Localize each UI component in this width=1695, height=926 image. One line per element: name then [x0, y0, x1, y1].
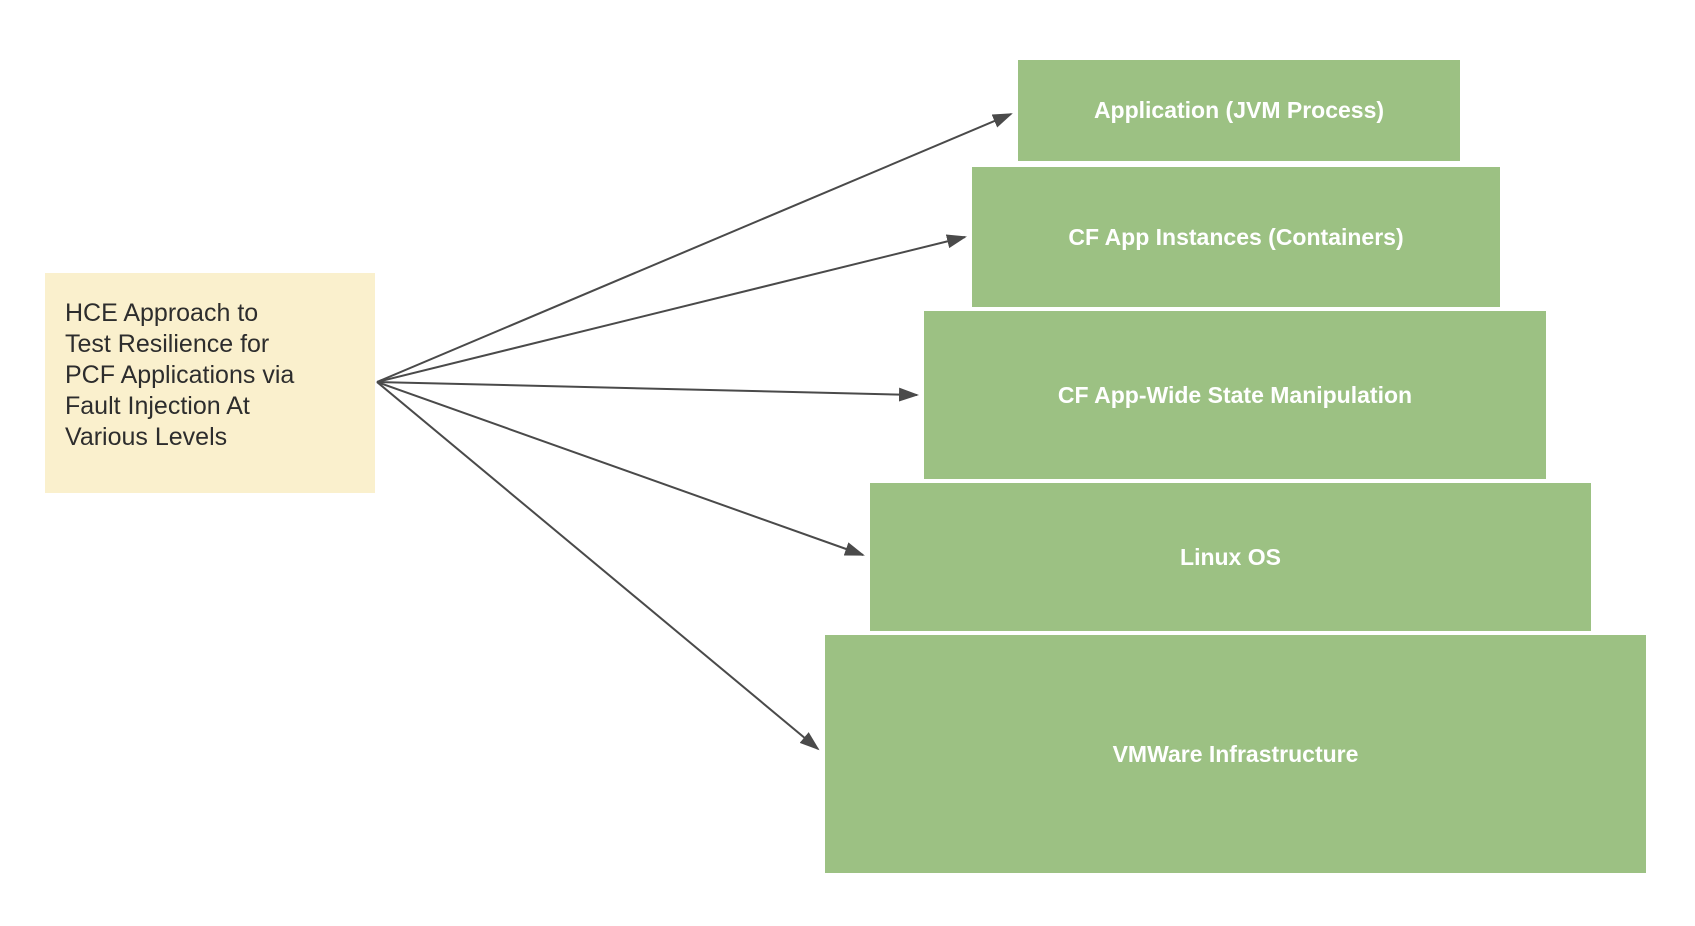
- source-text-line: Fault Injection At: [65, 392, 250, 420]
- source-description-box: HCE Approach to Test Resilience for PCF …: [45, 273, 375, 493]
- level-label: CF App Instances (Containers): [1068, 223, 1404, 250]
- level-box-vmware-infrastructure: VMWare Infrastructure: [825, 635, 1646, 873]
- source-text-line: HCE Approach to: [65, 299, 259, 327]
- arrow-to-cf-app-instances: [376, 234, 967, 383]
- arrow-to-vmware-infrastructure: [376, 381, 820, 751]
- arrow-to-application: [376, 113, 1013, 383]
- source-text-line: PCF Applications via: [65, 361, 295, 389]
- level-label: VMWare Infrastructure: [1112, 740, 1359, 767]
- arrow-to-cf-app-wide-state: [376, 381, 919, 402]
- level-label: Linux OS: [1180, 543, 1281, 570]
- level-box-application-jvm-process: Application (JVM Process): [1018, 60, 1460, 161]
- level-label: CF App-Wide State Manipulation: [1057, 381, 1413, 408]
- source-text-line: Test Resilience for: [65, 330, 270, 358]
- level-box-cf-app-wide-state-manipulation: CF App-Wide State Manipulation: [924, 311, 1546, 479]
- level-box-cf-app-instances: CF App Instances (Containers): [972, 167, 1500, 307]
- arrow-to-linux-os: [376, 381, 865, 556]
- source-text-line: Various Levels: [65, 423, 228, 451]
- level-label: Application (JVM Process): [1093, 97, 1385, 123]
- level-box-linux-os: Linux OS: [870, 483, 1591, 631]
